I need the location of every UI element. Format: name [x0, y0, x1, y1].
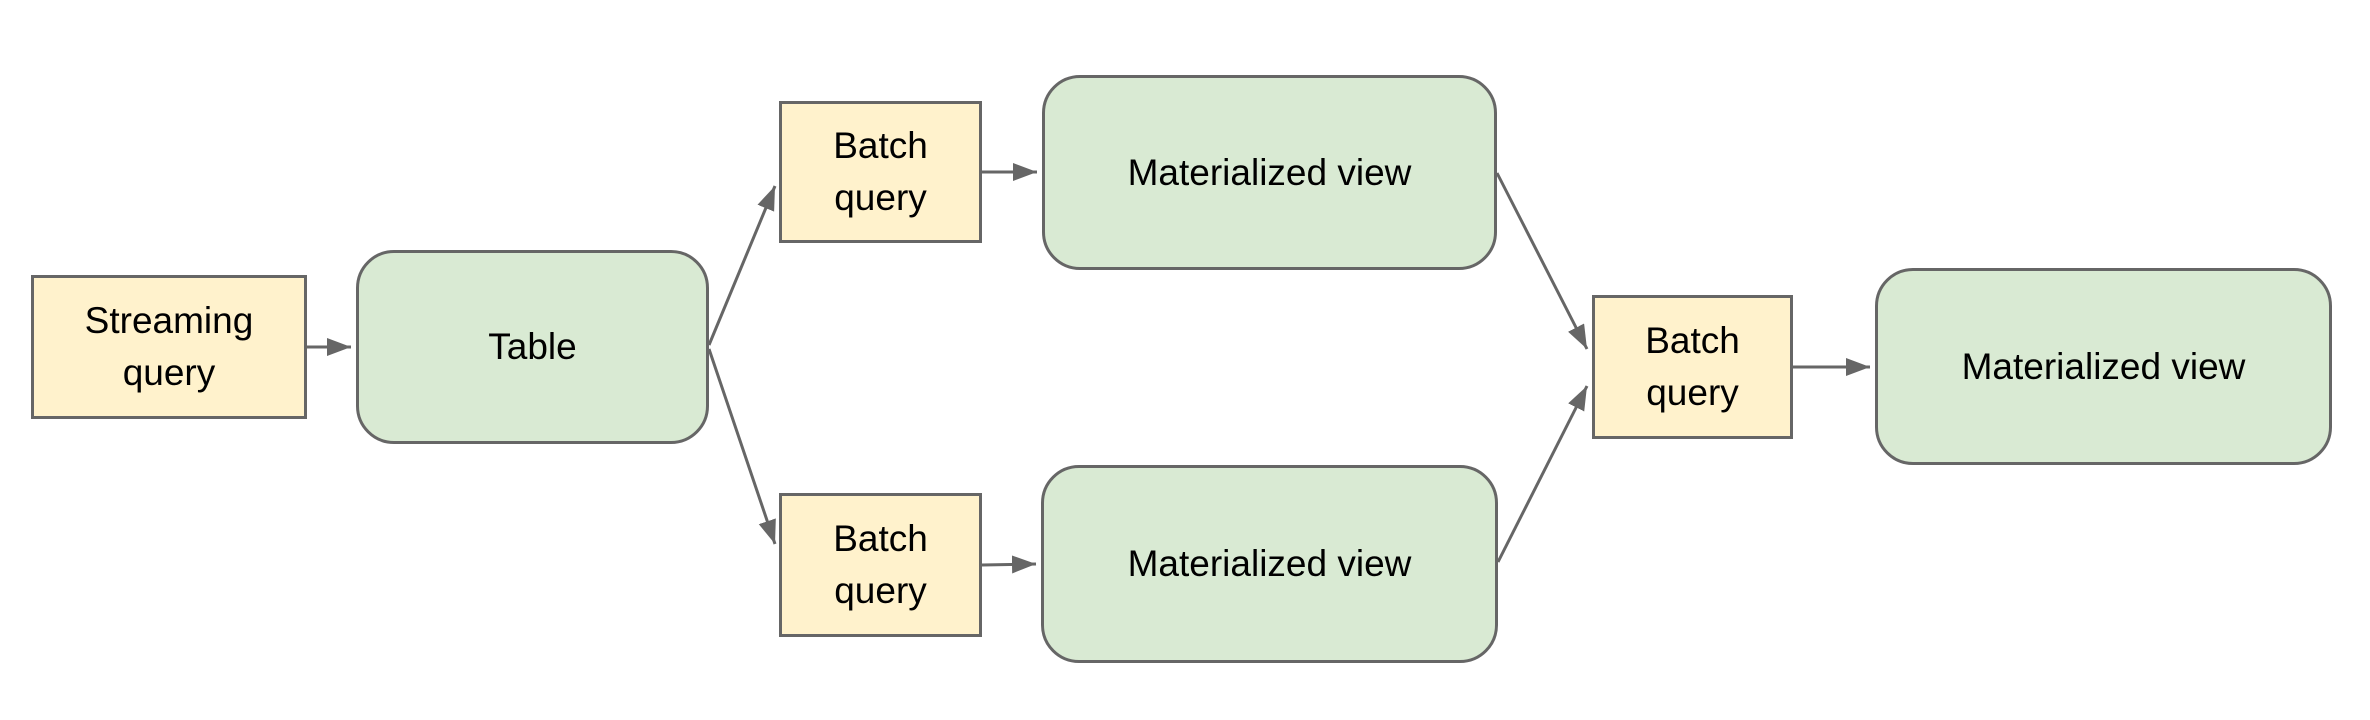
node-materialized-view-top-label: Materialized view [1127, 151, 1412, 193]
node-materialized-view-bottom: Materialized view [1041, 465, 1498, 663]
arrow-mv-bottom-to-batch-merge [1496, 385, 1589, 563]
node-table: Table [356, 250, 709, 444]
node-batch-query-bottom: Batch query [779, 493, 982, 637]
arrow-batch-bottom-to-mv-bottom [981, 555, 1037, 574]
node-table-label: Table [488, 326, 577, 368]
node-batch-query-bottom-label: Batch query [833, 518, 928, 611]
arrow-table-to-batch-bottom [707, 348, 777, 545]
node-materialized-view-final-label: Materialized view [1961, 345, 2246, 387]
node-materialized-view-bottom-label: Materialized view [1127, 543, 1412, 585]
node-batch-query-merge-label: Batch query [1645, 320, 1740, 413]
arrow-table-to-batch-top [707, 185, 777, 346]
arrow-mv-top-to-batch-merge [1495, 172, 1589, 350]
node-batch-query-top-label: Batch query [833, 125, 928, 218]
node-materialized-view-final: Materialized view [1875, 268, 2332, 465]
node-streaming-query-label: Streaming query [84, 300, 254, 393]
node-batch-query-top: Batch query [779, 101, 982, 243]
node-batch-query-merge: Batch query [1592, 295, 1793, 439]
node-materialized-view-top: Materialized view [1042, 75, 1497, 270]
node-streaming-query: Streaming query [31, 275, 307, 419]
